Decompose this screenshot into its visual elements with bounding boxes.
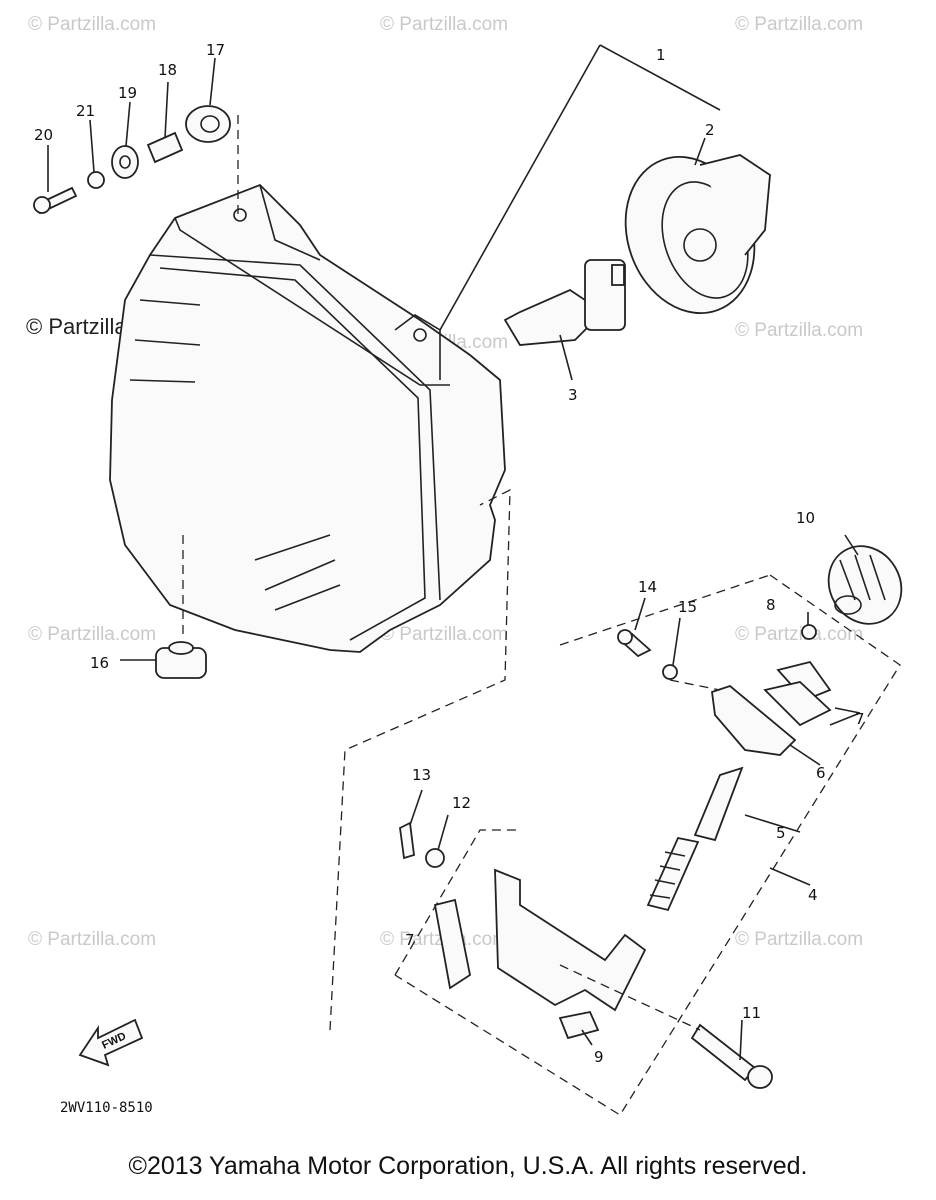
callout-12: 12 bbox=[452, 794, 471, 812]
bracket-6 bbox=[711, 684, 797, 756]
headlight-unit bbox=[109, 115, 506, 653]
watermark: © Partzilla.com bbox=[735, 929, 863, 950]
mounting-plate bbox=[494, 868, 647, 1012]
socket-cover bbox=[624, 154, 771, 315]
watermark: © Partzilla.com bbox=[735, 320, 863, 341]
parts-diagram: © Partzilla.com © Partzilla.com © Partzi… bbox=[26, 14, 903, 1116]
callout-20: 20 bbox=[34, 126, 53, 144]
callout-14: 14 bbox=[638, 578, 657, 596]
adjust-shaft bbox=[693, 766, 744, 842]
mount-hardware bbox=[33, 105, 231, 215]
callout-4: 4 bbox=[808, 886, 818, 904]
callout-6: 6 bbox=[816, 764, 826, 782]
callout-1: 1 bbox=[656, 46, 666, 64]
clip-13 bbox=[399, 821, 415, 860]
watermark: © Partzilla.com bbox=[380, 14, 508, 35]
washer-12 bbox=[425, 848, 445, 868]
callouts: 1 2 3 4 5 6 7 7 8 9 10 11 12 13 14 15 16… bbox=[34, 41, 865, 1066]
bolt-11 bbox=[690, 1023, 757, 1082]
callout-7: 7 bbox=[855, 710, 865, 728]
diagram-code: 2WV110-8510 bbox=[60, 1100, 153, 1116]
watermark: © Partzilla.com bbox=[735, 624, 863, 645]
leader-1 bbox=[439, 44, 721, 331]
callout-13: 13 bbox=[412, 766, 431, 784]
callout-16: 16 bbox=[90, 654, 109, 672]
callout-2: 2 bbox=[705, 121, 715, 139]
watermark: © Partzilla.com bbox=[28, 624, 156, 645]
adjuster-knob bbox=[827, 545, 903, 625]
assembly-4-outline bbox=[394, 574, 901, 1116]
threaded-rod bbox=[646, 836, 700, 912]
clip-plate bbox=[433, 898, 472, 990]
assembly-link-outline bbox=[329, 488, 511, 1031]
bulb bbox=[503, 259, 626, 346]
watermark: © Partzilla.com bbox=[28, 929, 156, 950]
watermark: © Partzilla.com bbox=[380, 624, 508, 645]
callout-11: 11 bbox=[742, 1004, 761, 1022]
callout-5: 5 bbox=[776, 824, 786, 842]
callout-17: 17 bbox=[206, 41, 225, 59]
callout-18: 18 bbox=[158, 61, 177, 79]
fwd-arrow: FWD bbox=[78, 1018, 144, 1067]
callout-3: 3 bbox=[568, 386, 578, 404]
callout-7b: 7 bbox=[405, 931, 415, 949]
nut-9 bbox=[558, 1010, 600, 1040]
callout-8: 8 bbox=[766, 596, 776, 614]
callout-21: 21 bbox=[76, 102, 95, 120]
callout-10: 10 bbox=[796, 509, 815, 527]
callout-15: 15 bbox=[678, 598, 697, 616]
watermark: © Partzilla.com bbox=[28, 14, 156, 35]
nut-15 bbox=[662, 664, 678, 680]
assembly-top-outline bbox=[559, 574, 771, 646]
adjuster-plates bbox=[763, 624, 861, 727]
copyright-notice: ©2013 Yamaha Motor Corporation, U.S.A. A… bbox=[128, 1152, 808, 1180]
grommet bbox=[120, 641, 207, 679]
watermark: © Partzilla.com bbox=[735, 14, 863, 35]
callout-9: 9 bbox=[594, 1048, 604, 1066]
callout-19: 19 bbox=[118, 84, 137, 102]
